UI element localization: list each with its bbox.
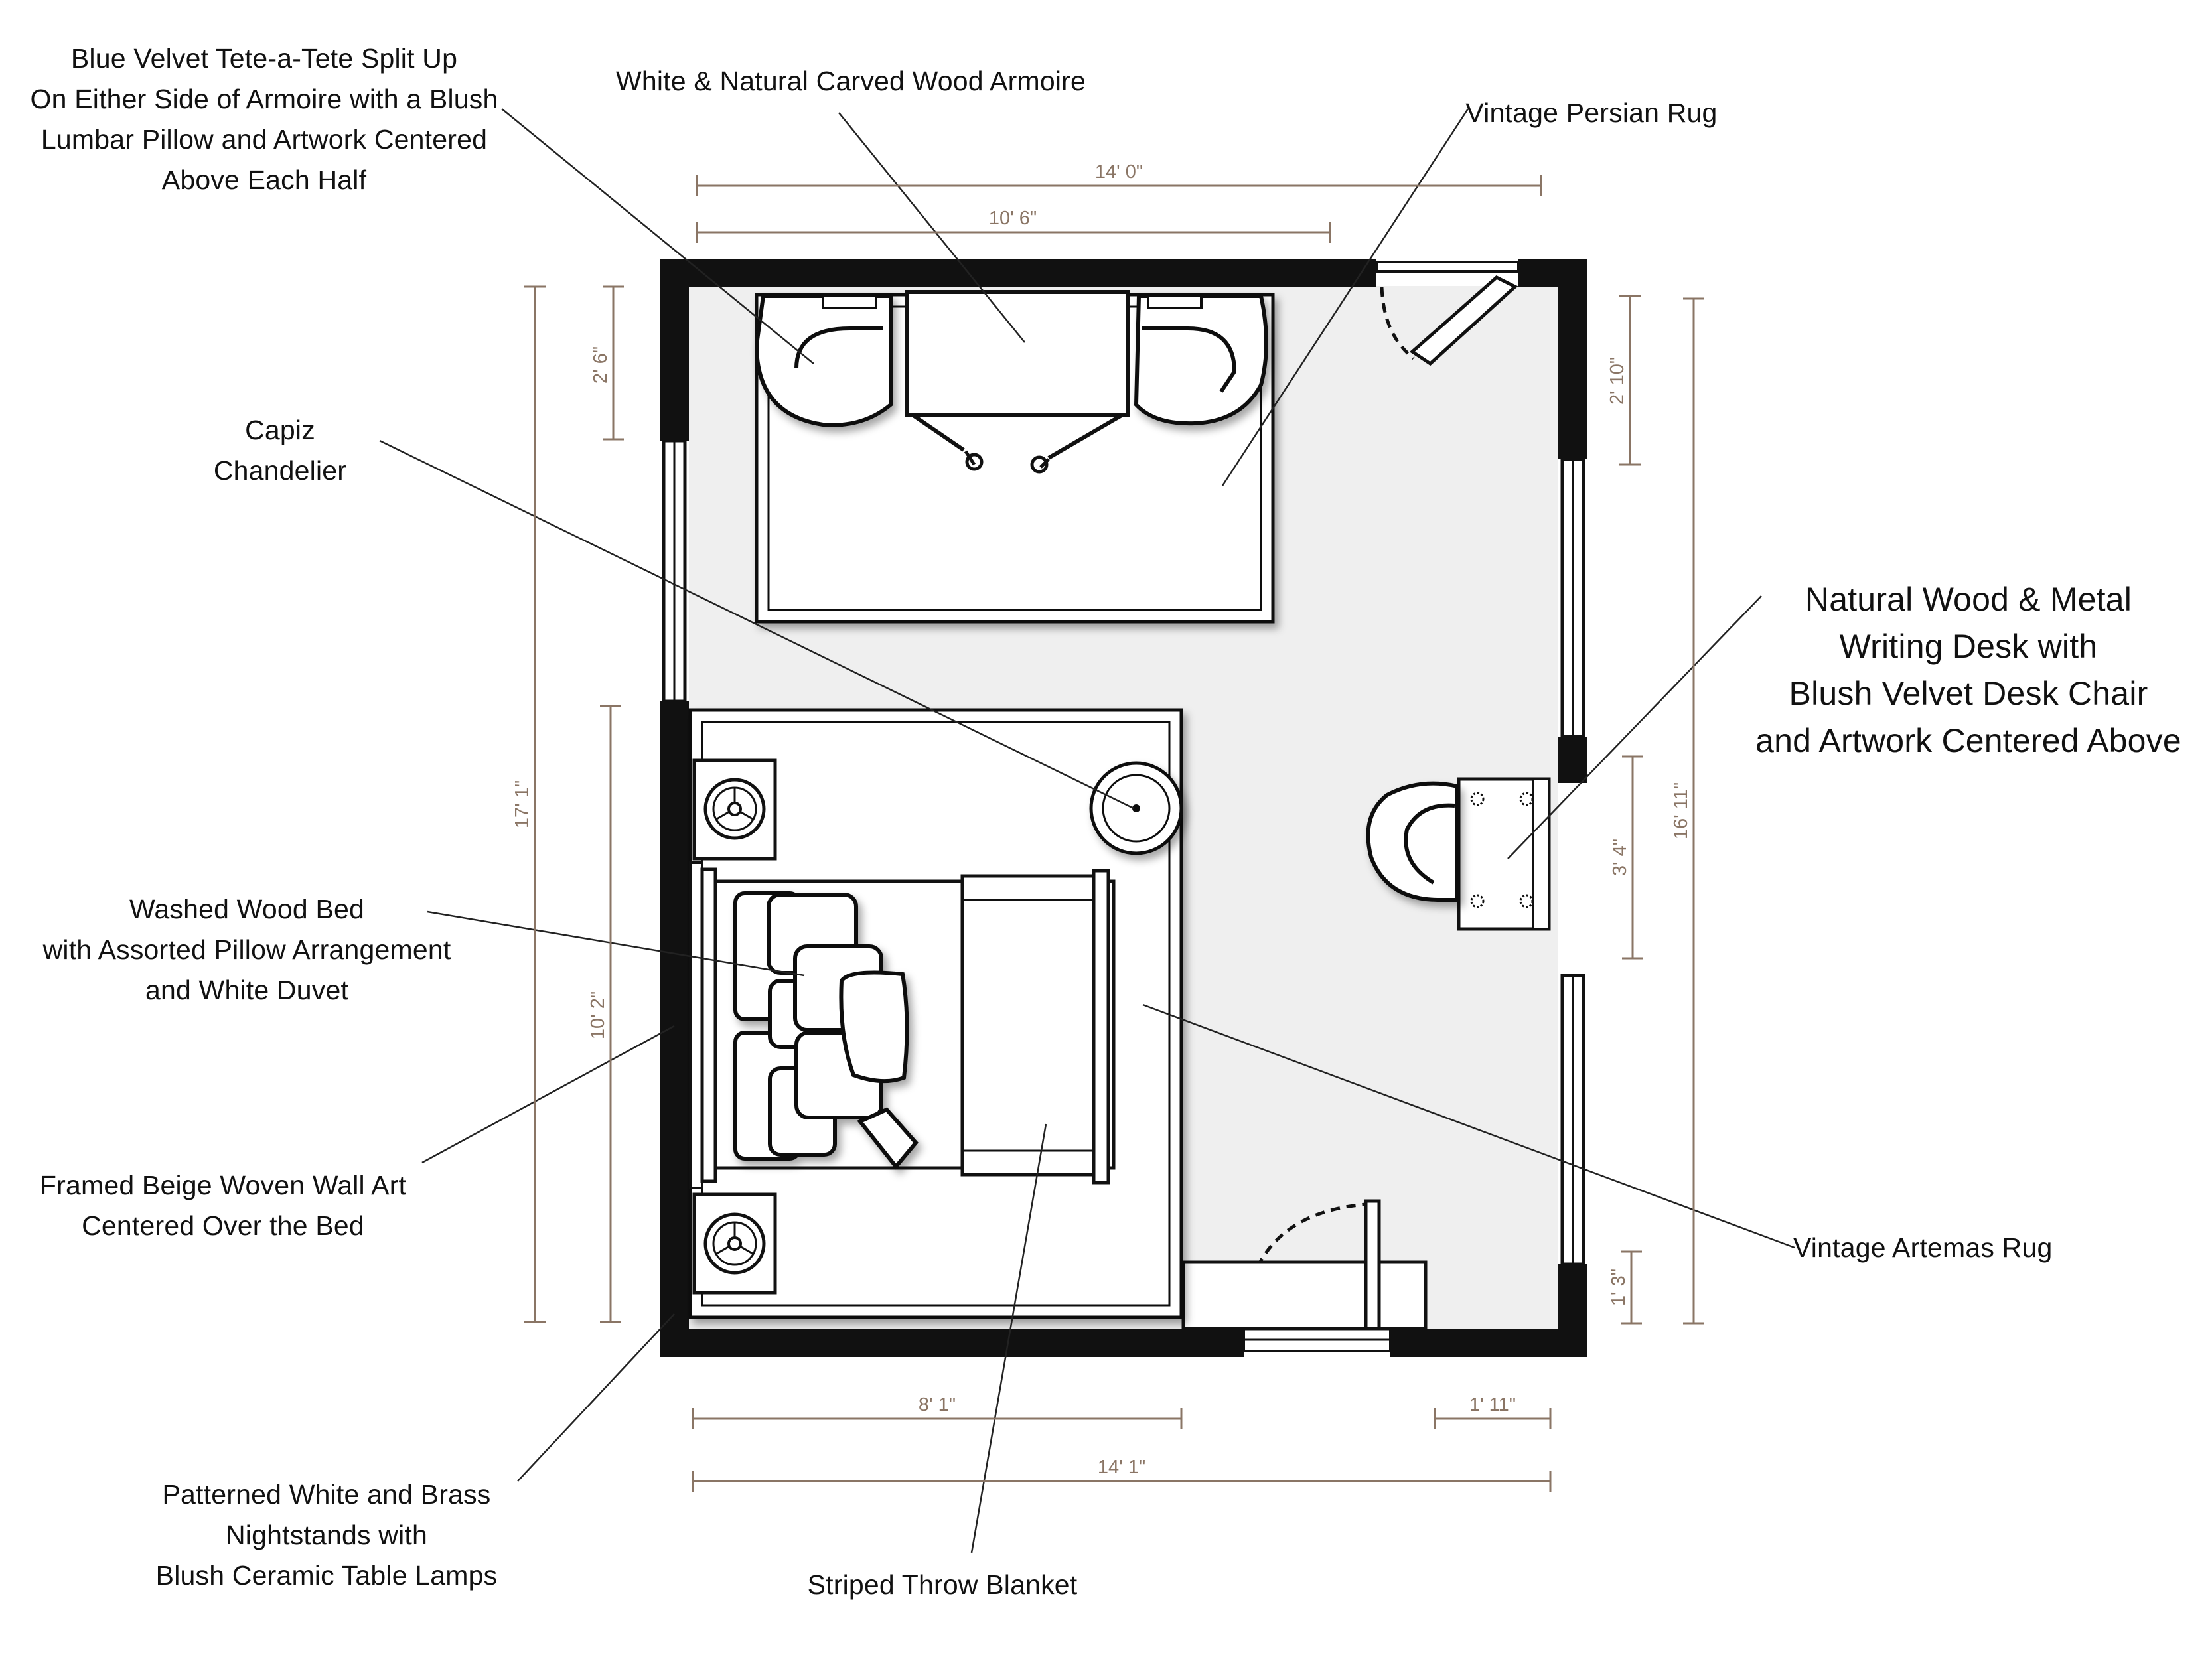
dim-left-lower: 10' 2" [587, 991, 609, 1039]
label-line: White & Natural Carved Wood Armoire [615, 66, 1086, 96]
label-line: Capiz [245, 415, 315, 445]
label-line: Centered Over the Bed [82, 1210, 364, 1241]
dim-bottom-right: 1' 11" [1469, 1394, 1516, 1415]
tete-a-tete-left [754, 294, 893, 427]
label-line: Vintage Artemas Rug [1793, 1232, 2053, 1263]
bed-pillows [733, 891, 919, 1170]
room-walls [660, 259, 1587, 1357]
label-throw-blanket: Striped Throw Blanket [808, 1565, 1078, 1605]
leader-lines [379, 108, 1795, 1553]
label-line: and Artwork Centered Above [1755, 722, 2181, 759]
label-line: Blush Velvet Desk Chair [1789, 675, 2148, 712]
label-armoire: White & Natural Carved Wood Armoire [616, 61, 1086, 102]
label-chandelier: Capiz Chandelier [214, 410, 346, 491]
dim-right-overall: 16' 11" [1670, 782, 1692, 839]
label-line: Framed Beige Woven Wall Art [39, 1170, 407, 1200]
label-line: Chandelier [213, 455, 347, 486]
label-persian-rug: Vintage Persian Rug [1465, 93, 1717, 133]
dimension-lines [524, 175, 1704, 1492]
tete-a-tete-right [1134, 294, 1268, 426]
label-line: On Either Side of Armoire with a Blush [30, 84, 498, 114]
label-line: Writing Desk with [1839, 628, 2098, 665]
chandelier [1089, 761, 1183, 855]
label-line: Lumbar Pillow and Artwork Centered [40, 124, 488, 155]
throw-blanket [960, 874, 1096, 1177]
dim-right-upper: 2' 10" [1607, 357, 1628, 405]
dimension-labels: 14' 0" 10' 6" 17' 1" 2' 6" 10' 2" 16' 11… [512, 161, 1692, 1478]
label-line: Blue Velvet Tete-a-Tete Split Up [70, 43, 458, 74]
nightstand-bottom [692, 1192, 777, 1295]
closet-door-bottom [1242, 1199, 1392, 1352]
bed-wall-art [689, 861, 703, 1189]
label-line: Washed Wood Bed [129, 894, 364, 924]
dim-left-upper: 2' 6" [590, 346, 611, 384]
armoire [905, 290, 1130, 474]
label-line: Above Each Half [161, 165, 367, 195]
nightstand-top [692, 758, 777, 861]
label-writing-desk: Natural Wood & Metal Writing Desk with B… [1755, 576, 2181, 764]
label-artemas-rug: Vintage Artemas Rug [1793, 1228, 2053, 1268]
label-line: Patterned White and Brass [162, 1479, 491, 1510]
window-mullions [673, 441, 1574, 1264]
entry-door-top [1375, 261, 1520, 366]
label-line: Vintage Persian Rug [1465, 98, 1718, 128]
label-line: Natural Wood & Metal [1805, 581, 2132, 618]
desk-chair [1366, 781, 1459, 902]
label-line: Nightstands with [225, 1520, 428, 1550]
closet-shelf [1181, 1260, 1428, 1331]
label-tete-a-tete: Blue Velvet Tete-a-Tete Split Up On Eith… [31, 38, 498, 200]
label-bed: Washed Wood Bed with Assorted Pillow Arr… [43, 889, 451, 1011]
dim-top-partial: 10' 6" [989, 208, 1037, 229]
label-line: with Assorted Pillow Arrangement [42, 934, 451, 965]
dim-left-overall: 17' 1" [512, 780, 533, 828]
dim-top-overall: 14' 0" [1095, 161, 1143, 182]
label-wall-art: Framed Beige Woven Wall Art Centered Ove… [40, 1165, 406, 1246]
label-line: and White Duvet [145, 975, 349, 1005]
label-nightstands: Patterned White and Brass Nightstands wi… [156, 1475, 498, 1596]
label-line: Blush Ceramic Table Lamps [155, 1560, 498, 1591]
label-line: Striped Throw Blanket [807, 1569, 1078, 1600]
dim-right-lower: 1' 3" [1608, 1269, 1629, 1306]
writing-desk [1457, 777, 1551, 931]
windows [662, 439, 1585, 1266]
dim-right-middle: 3' 4" [1609, 839, 1631, 876]
dim-bottom-overall: 14' 1" [1098, 1457, 1145, 1478]
dim-bottom-left: 8' 1" [919, 1394, 956, 1415]
